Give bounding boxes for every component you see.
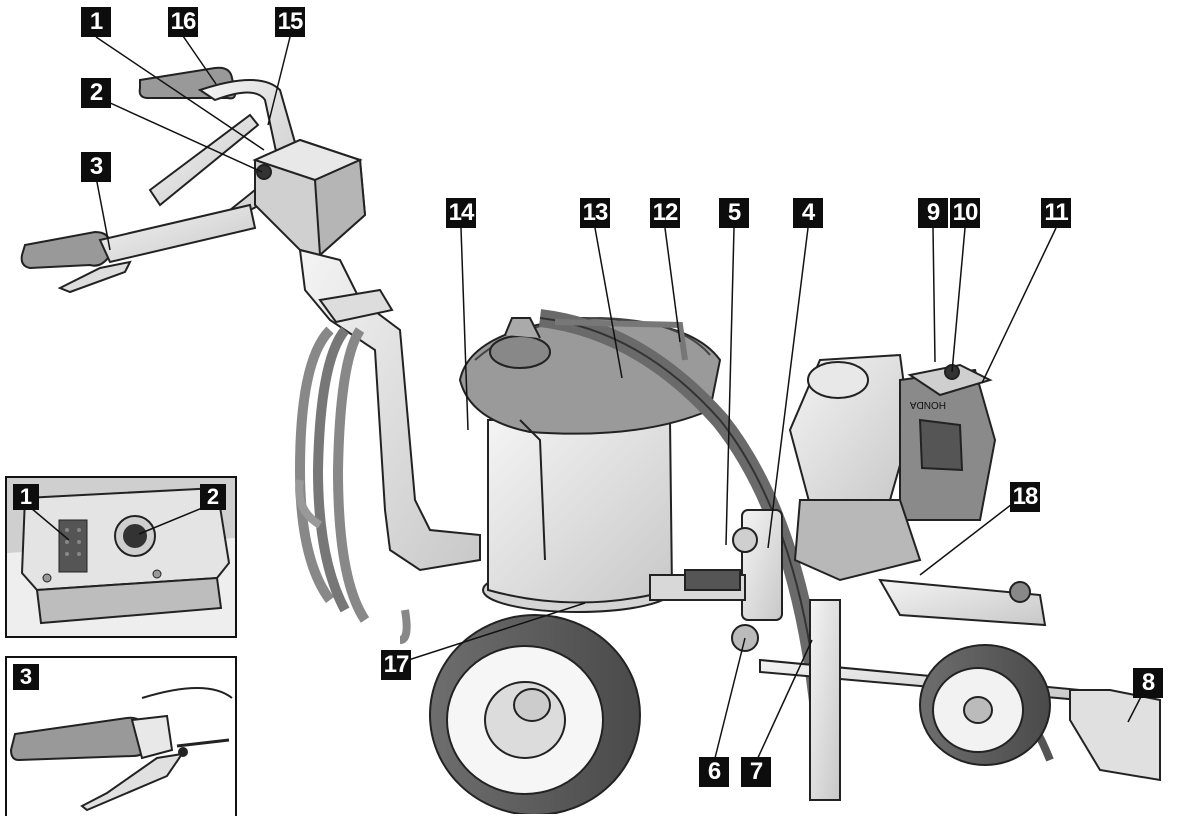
callout-5: 5 — [719, 198, 749, 228]
handlebar — [20, 66, 303, 294]
frame — [298, 248, 481, 572]
callout-10: 10 — [950, 198, 980, 228]
inset-control-box: 1 2 — [5, 476, 237, 638]
callout-3: 3 — [81, 152, 111, 182]
callout-16: 16 — [168, 7, 198, 37]
callout-8: 8 — [1133, 668, 1163, 698]
callout-6: 6 — [699, 757, 729, 787]
paint-bucket — [458, 316, 722, 613]
engine — [788, 353, 997, 582]
callout-9: 9 — [918, 198, 948, 228]
callout-12: 12 — [650, 198, 680, 228]
pump-assembly — [649, 509, 783, 652]
front-wheel — [919, 644, 1051, 766]
inset-callout-3: 3 — [13, 664, 39, 690]
callout-17: 17 — [381, 650, 411, 680]
callout-7: 7 — [741, 757, 771, 787]
callout-11: 11 — [1041, 198, 1071, 228]
callout-4: 4 — [793, 198, 823, 228]
leader-lines — [95, 35, 1149, 763]
callout-13: 13 — [580, 198, 610, 228]
inset-callout-2: 2 — [200, 484, 226, 510]
control-box — [252, 138, 367, 258]
callout-1: 1 — [81, 7, 111, 37]
engine-brand: HONDA — [910, 399, 946, 410]
callout-15: 15 — [275, 7, 305, 37]
inset-callout-1: 1 — [13, 484, 39, 510]
callout-2: 2 — [81, 78, 111, 108]
rear-wheel — [429, 614, 641, 814]
hose-coil — [294, 326, 411, 644]
callout-14: 14 — [446, 198, 476, 228]
inset-trigger: 3 — [5, 656, 237, 816]
callout-18: 18 — [1010, 482, 1040, 512]
